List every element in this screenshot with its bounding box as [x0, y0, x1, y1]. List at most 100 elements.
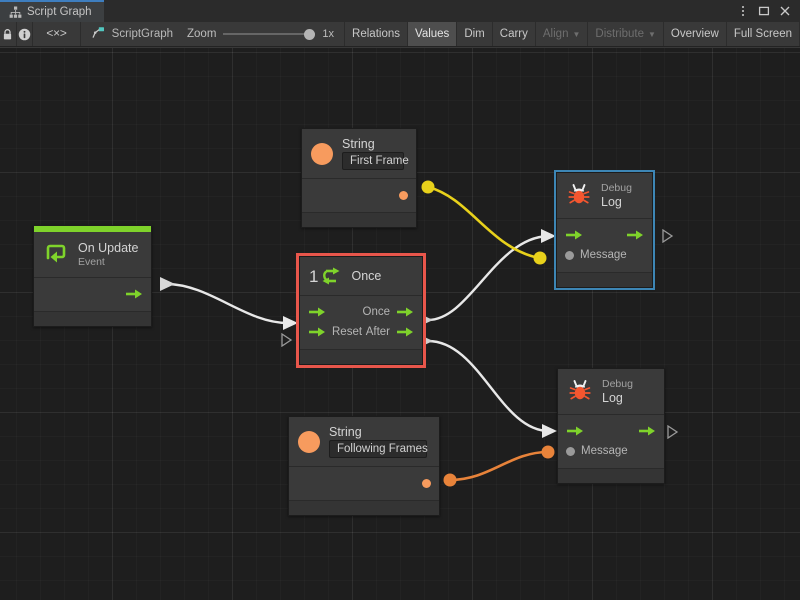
wire-endpoint-dot	[541, 445, 555, 459]
lock-icon	[1, 28, 14, 41]
node-debug-log-top[interactable]: Debug Log	[554, 170, 655, 290]
node-footer	[302, 213, 416, 228]
node-title: String	[342, 137, 375, 151]
graph-toolbar: <×> ScriptGraph Zoom 1x Relations	[0, 22, 800, 47]
script-source-button[interactable]: <×>	[33, 22, 81, 46]
node-ports: Message	[557, 219, 652, 273]
tab-label: Script Graph	[27, 6, 92, 18]
port-value-input-message[interactable]: Message	[565, 249, 627, 261]
maximize-icon[interactable]	[754, 0, 773, 22]
toolbar-button-label: Values	[415, 28, 450, 40]
node-footer	[34, 312, 151, 326]
toolbar-button-label: Align	[542, 28, 569, 40]
wire-string-following-to-message[interactable]	[449, 450, 549, 482]
node-header-texts: String Following Frames	[329, 425, 428, 459]
string-value-icon	[298, 430, 320, 453]
wire-endpoint-dot	[421, 180, 435, 194]
node-subtitle: Debug	[601, 181, 632, 194]
unconnected-port-reset-icon[interactable]	[281, 332, 293, 352]
toolbar-button-distribute[interactable]: Distribute ▼	[588, 22, 664, 46]
port-control-input-enter[interactable]	[308, 306, 326, 318]
close-icon[interactable]	[775, 0, 794, 22]
kebab-menu-icon[interactable]	[733, 0, 752, 22]
toolbar-button-values[interactable]: Values	[408, 22, 458, 46]
unconnected-port-output-bottom-icon[interactable]	[667, 424, 679, 444]
port-control-output-after[interactable]: After	[366, 326, 414, 338]
chevron-down-icon: ▼	[572, 30, 581, 39]
node-once[interactable]: 1 Once	[296, 253, 426, 368]
node-string-following-frames[interactable]: String Following Frames	[288, 416, 440, 517]
toolbar-button-align[interactable]: Align ▼	[536, 22, 589, 46]
node-ports	[289, 467, 439, 502]
port-value-output[interactable]	[422, 478, 431, 488]
wire-target-arrow	[542, 424, 557, 438]
node-title: String	[329, 425, 362, 439]
zoom-slider[interactable]	[223, 27, 316, 41]
info-button[interactable]	[17, 22, 34, 46]
zoom-slider-handle[interactable]	[304, 29, 316, 40]
toolbar-button-label: Dim	[464, 28, 485, 40]
port-control-output-once[interactable]: Once	[363, 306, 415, 318]
port-value-input-message[interactable]: Message	[566, 445, 628, 457]
node-accent-bar	[34, 226, 151, 232]
node-ports: Once	[300, 296, 422, 350]
toolbar-button-label: Distribute	[595, 28, 644, 40]
toolbar-button-overview[interactable]: Overview	[664, 22, 727, 46]
node-header: On Update Event	[34, 232, 151, 278]
toolbar-button-label: Relations	[352, 28, 400, 40]
port-label: Message	[580, 249, 627, 261]
port-row-value-output	[302, 185, 416, 205]
port-row-reset-after: Reset After	[300, 322, 422, 342]
toolbar-button-dim[interactable]: Dim	[457, 22, 493, 46]
node-header: Debug Log	[557, 173, 652, 219]
toolbar-button-label: Overview	[670, 28, 719, 40]
port-control-output[interactable]	[125, 288, 143, 300]
scriptgraph-node-icon	[91, 26, 105, 43]
unconnected-port-output-top-icon[interactable]	[662, 228, 674, 248]
string-value-icon	[311, 142, 333, 165]
port-value-output[interactable]	[399, 190, 408, 200]
graph-canvas[interactable]: On Update Event	[0, 48, 800, 600]
wire-once-to-debug-log-top[interactable]	[427, 234, 549, 322]
graph-name-display: ScriptGraph	[81, 22, 187, 46]
zoom-control: Zoom 1x	[187, 22, 344, 46]
node-footer	[557, 273, 652, 287]
node-subtitle: Event	[78, 256, 105, 269]
window-controls	[733, 0, 800, 22]
node-ports: Message	[558, 415, 664, 469]
wire-on-update-to-once[interactable]	[165, 282, 289, 325]
string-value-field[interactable]: First Frame	[342, 152, 409, 171]
node-ports	[302, 179, 416, 214]
wire-string-first-to-message[interactable]	[427, 185, 540, 260]
toolbar-button-label: Carry	[499, 28, 528, 40]
port-control-input[interactable]	[565, 229, 583, 241]
string-value-field[interactable]: Following Frames	[329, 440, 428, 459]
port-row-message: Message	[557, 245, 652, 265]
lock-toggle-button[interactable]	[0, 22, 17, 46]
node-footer	[558, 469, 664, 483]
port-control-input-reset[interactable]: Reset	[308, 326, 362, 338]
port-dot-icon	[565, 250, 574, 260]
toolbar-button-full-screen[interactable]: Full Screen	[727, 22, 800, 46]
on-update-loop-icon	[43, 240, 69, 269]
node-on-update[interactable]: On Update Event	[33, 225, 152, 327]
node-header-texts: On Update Event	[78, 241, 138, 268]
port-dot-icon	[566, 446, 575, 456]
toolbar-button-carry[interactable]: Carry	[493, 22, 536, 46]
port-row-message: Message	[558, 441, 664, 461]
node-header-texts: Debug Log	[601, 182, 632, 209]
zoom-slider-track	[223, 33, 316, 35]
port-arrow-icon	[308, 326, 326, 338]
port-control-input[interactable]	[566, 425, 584, 437]
tab-script-graph[interactable]: Script Graph	[0, 0, 104, 22]
port-control-output[interactable]	[626, 229, 644, 241]
wire-once-after-to-debug-log-bottom[interactable]	[427, 339, 550, 433]
wire-target-arrow	[541, 229, 556, 243]
wire-target-arrow	[283, 316, 298, 330]
node-debug-log-bottom[interactable]: Debug Log	[557, 368, 665, 484]
toolbar-button-relations[interactable]: Relations	[344, 22, 408, 46]
node-title: Log	[602, 390, 623, 405]
node-string-first-frame[interactable]: String First Frame	[301, 128, 417, 229]
port-control-output[interactable]	[638, 425, 656, 437]
